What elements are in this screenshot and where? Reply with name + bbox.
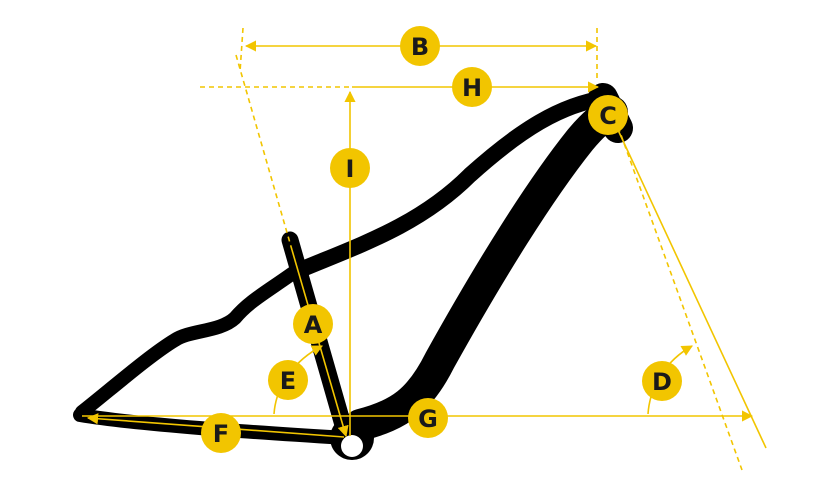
label-g: G xyxy=(418,405,438,433)
top-tube xyxy=(292,90,613,278)
label-d: D xyxy=(652,368,672,396)
label-i-badge: I xyxy=(330,148,370,188)
label-a: A xyxy=(304,311,323,339)
head-angle-dashed-line xyxy=(611,109,743,471)
label-b-badge: B xyxy=(400,26,440,66)
label-b: B xyxy=(411,33,429,61)
down-tube xyxy=(344,96,628,441)
label-e-badge: E xyxy=(268,360,308,400)
label-e: E xyxy=(280,367,296,395)
seat-angle-dashed-line xyxy=(235,54,293,251)
label-h: H xyxy=(462,74,482,102)
label-f: F xyxy=(213,420,229,448)
label-h-badge: H xyxy=(452,67,492,107)
label-g-badge: G xyxy=(408,398,448,438)
dimension-b-left-ext xyxy=(239,27,244,73)
label-a-badge: A xyxy=(293,304,333,344)
label-d-badge: D xyxy=(642,361,682,401)
fork-axis-line xyxy=(617,129,767,449)
label-badges: B H C I A E D xyxy=(201,26,682,453)
label-i: I xyxy=(346,155,355,183)
label-c-badge: C xyxy=(588,95,628,135)
label-f-badge: F xyxy=(201,413,241,453)
label-c: C xyxy=(599,102,617,130)
bottom-bracket-hole xyxy=(341,435,363,457)
seat-stay xyxy=(75,261,307,419)
